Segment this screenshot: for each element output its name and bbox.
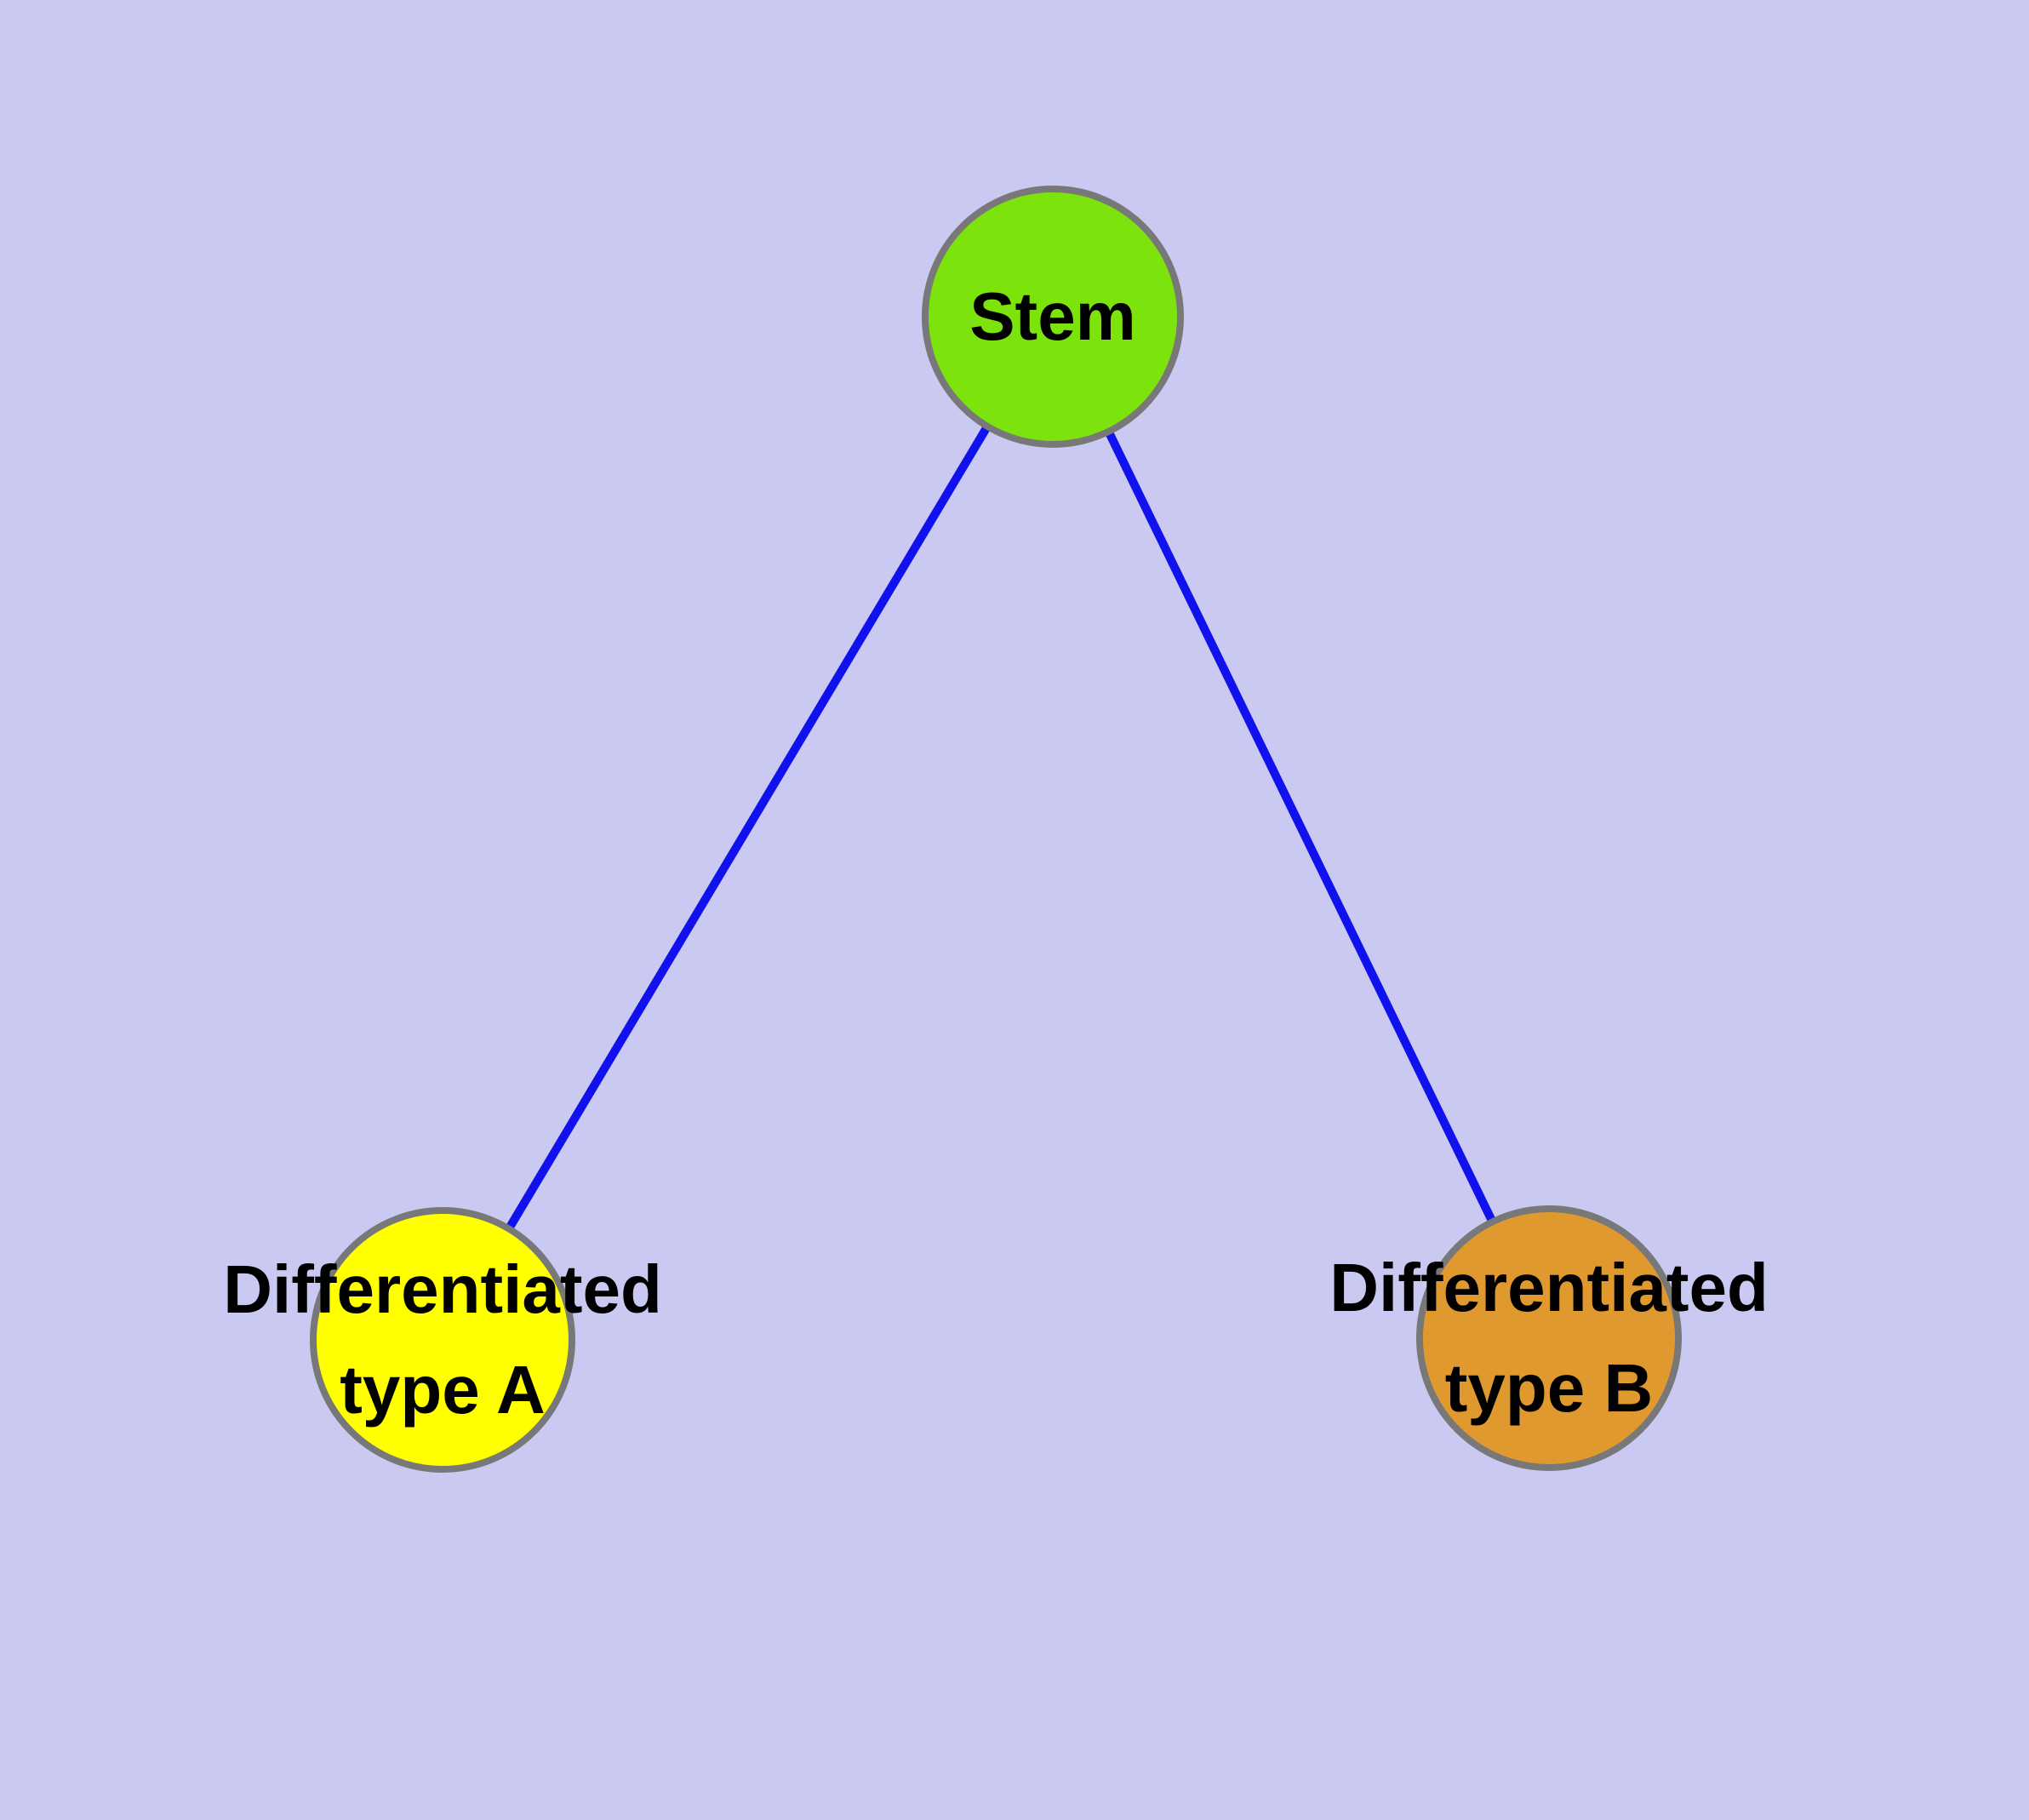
- node-stem: [922, 186, 1184, 448]
- edge-stem-to-differentiated-type-b: [1049, 314, 1553, 1341]
- node-differentiated-type-a: [310, 1207, 575, 1473]
- node-differentiated-type-b: [1416, 1205, 1682, 1471]
- edge-stem-to-differentiated-type-a: [438, 314, 1057, 1342]
